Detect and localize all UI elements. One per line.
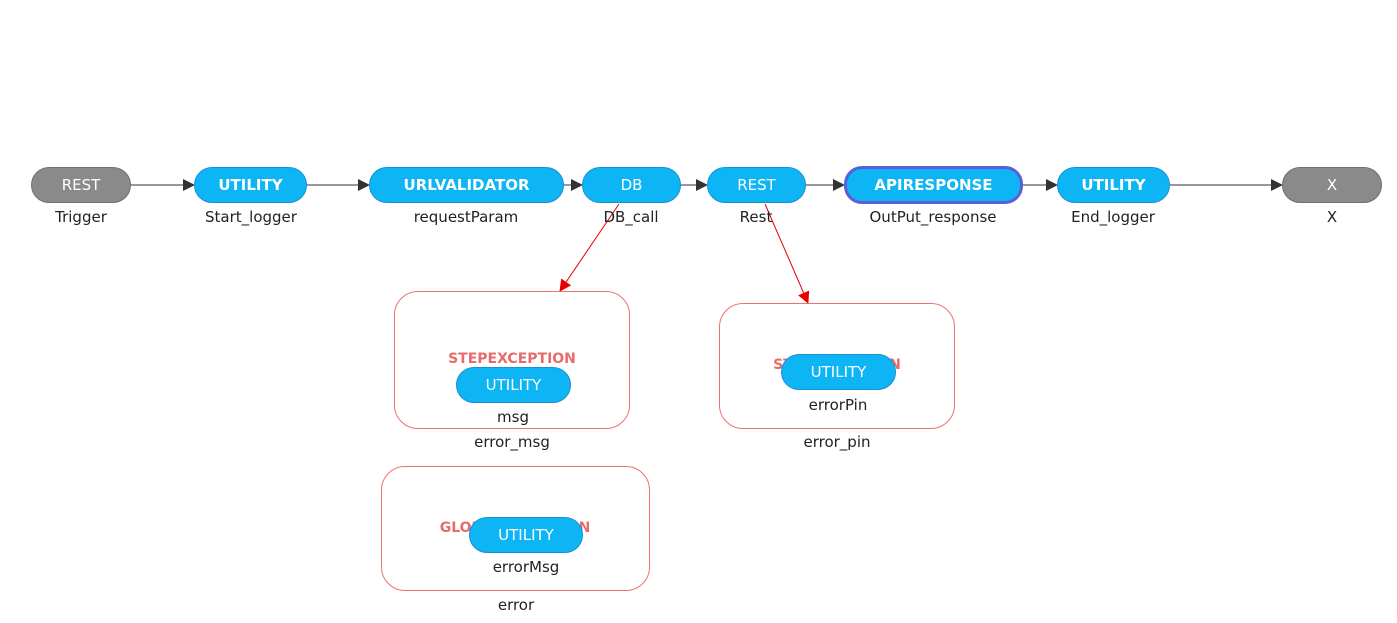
node-caption-end-logger: End_logger	[1071, 208, 1155, 226]
node-type-label: UTILITY	[498, 526, 554, 544]
node-start-logger[interactable]: UTILITY	[194, 167, 307, 203]
node-request-param[interactable]: URLVALIDATOR	[369, 167, 564, 203]
error-edge-rest-to-error-pin[interactable]	[764, 203, 810, 304]
node-type-label: UTILITY	[218, 176, 283, 194]
node-end-logger[interactable]: UTILITY	[1057, 167, 1170, 203]
group-node-msg[interactable]: UTILITY	[456, 367, 571, 403]
node-caption-start-logger: Start_logger	[205, 208, 297, 226]
node-caption-db-call: DB_call	[603, 208, 659, 226]
node-caption-trigger: Trigger	[55, 208, 107, 226]
group-name-error-pin: error_pin	[803, 433, 871, 451]
group-node-caption-error-pin: errorPin	[808, 396, 868, 414]
node-type-label: REST	[61, 176, 101, 194]
node-type-label: URLVALIDATOR	[403, 176, 530, 194]
node-output-response[interactable]: APIRESPONSE	[844, 166, 1023, 204]
group-node-caption-error-msg: errorMsg	[492, 558, 560, 576]
node-caption-rest: Rest	[739, 208, 773, 226]
node-type-label: APIRESPONSE	[874, 176, 993, 194]
node-end[interactable]: X	[1282, 167, 1382, 203]
node-trigger[interactable]: REST	[31, 167, 131, 203]
node-type-label: X	[1326, 176, 1338, 194]
node-caption-end: X	[1326, 208, 1338, 226]
error-edge-db-call-to-error-msg[interactable]	[559, 203, 620, 292]
group-name-error: error	[497, 596, 535, 614]
node-type-label: UTILITY	[810, 363, 867, 381]
node-type-label: DB	[620, 176, 643, 194]
node-rest[interactable]: REST	[707, 167, 806, 203]
exception-group-error-pin[interactable]	[719, 303, 955, 429]
group-node-caption-msg: msg	[497, 408, 529, 426]
group-node-error-msg[interactable]: UTILITY	[469, 517, 583, 553]
node-type-label: REST	[737, 176, 776, 194]
exception-group-error[interactable]	[381, 466, 650, 591]
node-type-label: UTILITY	[485, 376, 542, 394]
node-caption-request-param: requestParam	[413, 208, 519, 226]
group-type-label: STEPEXCEPTION	[448, 351, 576, 367]
group-name-error-msg: error_msg	[474, 433, 550, 451]
group-node-error-pin[interactable]: UTILITY	[781, 354, 896, 390]
node-type-label: UTILITY	[1081, 176, 1146, 194]
node-db-call[interactable]: DB	[582, 167, 681, 203]
exception-group-error-msg[interactable]	[394, 291, 630, 429]
node-caption-output-response: OutPut_response	[869, 208, 997, 226]
